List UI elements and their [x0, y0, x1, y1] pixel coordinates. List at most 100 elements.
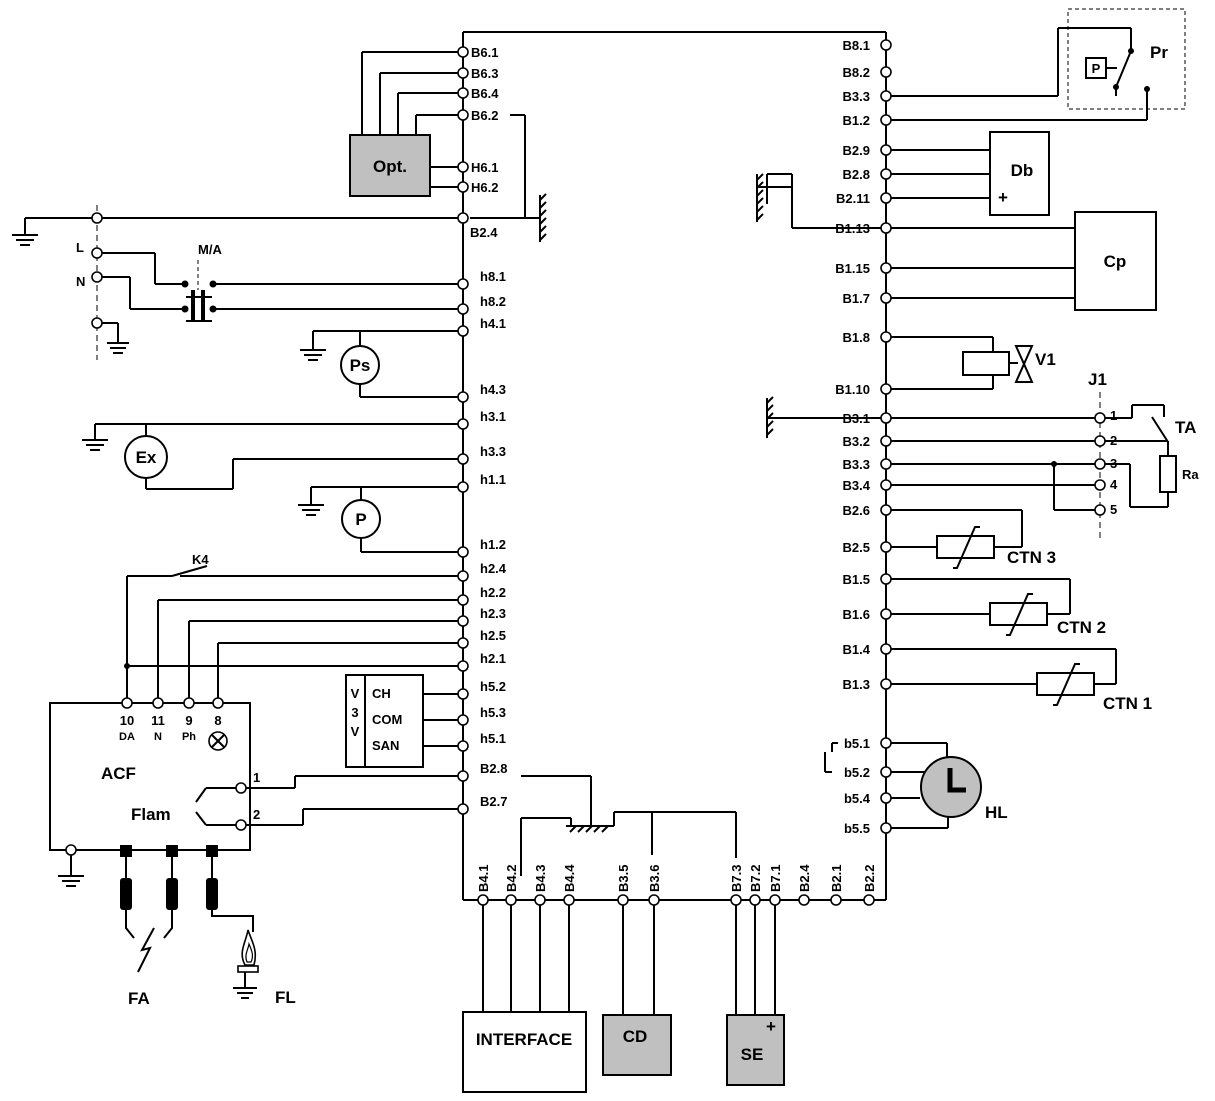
terminal-label-l-16: B2.8	[480, 761, 507, 776]
pressure-sensor-pr: P Pr	[886, 8, 1186, 121]
interface-label: INTERFACE	[476, 1030, 572, 1049]
terminal-label-l-8: h2.4	[480, 561, 507, 576]
terminal-r-20	[880, 643, 892, 655]
terminal-label-r-25: b5.5	[844, 821, 870, 836]
pump-p: P	[298, 486, 463, 553]
fa-label: FA	[128, 989, 150, 1008]
pump-label: P	[355, 510, 366, 529]
terminal-tl-2	[457, 87, 469, 99]
terminal-l-16	[457, 770, 469, 782]
terminal-label-l-12: h2.1	[480, 651, 506, 666]
terminal-label-l-10: h2.3	[480, 606, 506, 621]
terminal-label-r-24: b5.4	[844, 791, 871, 806]
ctn2-label: CTN 2	[1057, 618, 1106, 637]
terminal-l-6	[457, 481, 469, 493]
terminal-label-r-8: B1.15	[835, 261, 870, 276]
extractor-ex: Ex	[82, 423, 463, 490]
terminal-label-r-18: B1.5	[843, 572, 870, 587]
db-plus: +	[998, 188, 1008, 207]
pressure-switch-ps: Ps	[300, 330, 463, 398]
terminal-label-b-1: B4.2	[504, 865, 519, 892]
v3v-letter-3: V	[351, 724, 360, 739]
terminal-label-r-11: B1.10	[835, 382, 870, 397]
k4-label: K4	[192, 552, 209, 567]
terminal-l-5	[457, 453, 469, 465]
fl-label: FL	[275, 988, 296, 1007]
terminal-b-9	[798, 894, 810, 906]
terminal-label-b-8: B7.1	[768, 865, 783, 892]
terminal-l-13	[457, 688, 469, 700]
ex-label: Ex	[136, 448, 157, 467]
ra-label: Ra	[1182, 467, 1199, 482]
terminal-label-tl-3: B6.2	[471, 108, 498, 123]
terminal-label-l-0: h8.1	[480, 269, 506, 284]
terminal-b-7	[749, 894, 761, 906]
terminal-label-b-11: B2.2	[862, 865, 877, 892]
acf-label: ACF	[101, 764, 136, 783]
acf-module: 10 11 9 8 DA N Ph ACF Flam 1 2	[49, 697, 463, 887]
opt-module: Opt.	[349, 51, 463, 197]
terminal-label-l-1: h8.2	[480, 294, 506, 309]
terminal-r-19	[880, 608, 892, 620]
terminal-r-17	[880, 541, 892, 553]
lamp-icon	[208, 731, 228, 751]
terminal-b-10	[830, 894, 842, 906]
terminal-label-r-22: b5.1	[844, 736, 870, 751]
terminal-r-14	[880, 458, 892, 470]
terminal-tl-1	[457, 67, 469, 79]
ps-label: Ps	[350, 356, 371, 375]
acf-pin-n: N	[154, 731, 162, 743]
terminal-r-8	[880, 262, 892, 274]
k4-relay: K4	[124, 552, 463, 703]
terminal-tl-3	[457, 109, 469, 121]
terminal-r-10	[880, 331, 892, 343]
hl-label: HL	[985, 803, 1008, 822]
v1-label: V1	[1035, 350, 1056, 369]
cp-module: Cp	[886, 211, 1157, 311]
terminal-label-tl-5: H6.2	[471, 180, 498, 195]
terminal-label-l-2: h4.1	[480, 316, 506, 331]
ignition-electrodes: FA FL	[120, 845, 296, 1008]
mains-n-label: N	[76, 274, 85, 289]
terminal-b-8	[769, 894, 781, 906]
ctn1-sensor: CTN 1	[886, 648, 1152, 713]
terminal-l-12	[457, 660, 469, 672]
terminal-label-l-7: h1.2	[480, 537, 506, 552]
se-label: SE	[741, 1045, 764, 1064]
terminal-b-0	[477, 894, 489, 906]
terminal-r-4	[880, 144, 892, 156]
terminal-label-b-9: B2.4	[797, 864, 812, 892]
terminal-r-15	[880, 479, 892, 491]
terminal-label-l-6: h1.1	[480, 472, 506, 487]
terminal-label-r-13: B3.2	[843, 434, 870, 449]
terminal-label-r-6: B2.11	[836, 191, 870, 206]
v3v-ch: CH	[372, 686, 391, 701]
terminal-r-7	[880, 222, 892, 234]
internal-ground	[520, 775, 737, 876]
terminal-b-6	[730, 894, 742, 906]
terminal-b-1	[505, 894, 517, 906]
terminal-tl-5	[457, 181, 469, 193]
pr-label: Pr	[1150, 43, 1168, 62]
ta-label: TA	[1175, 418, 1196, 437]
terminal-r-3	[880, 114, 892, 126]
terminal-group: B6.1B6.3B6.4B6.2H6.1H6.2B2.4h8.1h8.2h4.1…	[457, 38, 892, 906]
terminal-tl-0	[457, 46, 469, 58]
terminal-label-b-0: B4.1	[476, 865, 491, 892]
terminal-label-r-3: B1.2	[843, 113, 870, 128]
terminal-label-l-9: h2.2	[480, 585, 506, 600]
terminal-r-18	[880, 573, 892, 585]
j1-pin-4: 4	[1110, 477, 1118, 492]
ctn1-label: CTN 1	[1103, 694, 1152, 713]
v3v-letter-1: V	[351, 686, 360, 701]
terminal-label-r-7: B1.13	[835, 221, 870, 236]
j1-label: J1	[1088, 370, 1107, 389]
terminal-l-1	[457, 303, 469, 315]
terminal-label-l-11: h2.5	[480, 628, 506, 643]
terminal-label-b-10: B2.1	[829, 865, 844, 892]
terminal-l-7	[457, 546, 469, 558]
terminal-tl-4	[457, 161, 469, 173]
terminal-r-23	[880, 766, 892, 778]
terminal-label-b-5: B3.6	[647, 865, 662, 892]
acf-term-1: 1	[253, 770, 260, 785]
